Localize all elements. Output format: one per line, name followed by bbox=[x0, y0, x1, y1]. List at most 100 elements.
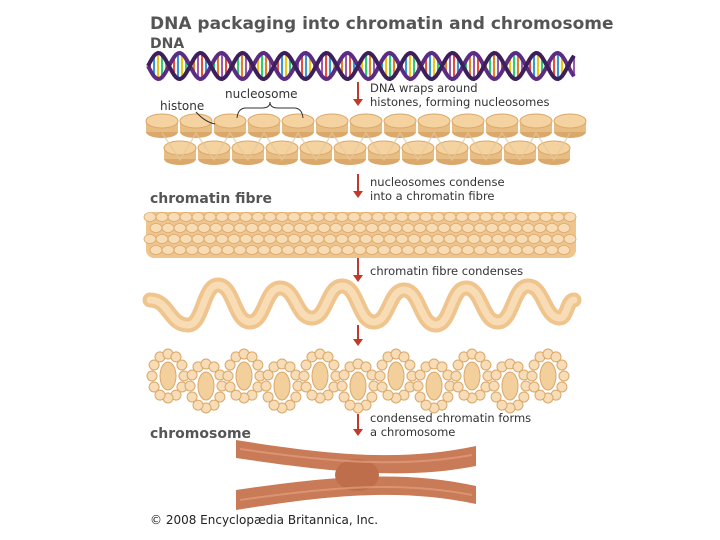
fibre-nucleosome bbox=[239, 234, 253, 244]
step-4-line-1: condensed chromatin forms bbox=[370, 411, 531, 425]
fibre-nucleosome bbox=[527, 234, 541, 244]
fibre-nucleosome bbox=[539, 212, 553, 222]
fibre-nucleosome bbox=[293, 223, 307, 233]
nucleosome bbox=[367, 140, 401, 165]
chromatin-loop bbox=[284, 361, 296, 373]
chromatin-loop bbox=[300, 381, 312, 393]
histone-core-top bbox=[503, 140, 537, 156]
fibre-nucleosome bbox=[161, 223, 175, 233]
nucleosome bbox=[503, 140, 537, 165]
nucleosome bbox=[231, 140, 265, 165]
fibre-nucleosome bbox=[563, 234, 577, 244]
fibre-nucleosome bbox=[503, 234, 517, 244]
fibre-nucleosome bbox=[245, 223, 259, 233]
fibre-nucleosome bbox=[395, 212, 409, 222]
step-arrow bbox=[353, 325, 363, 346]
histone-label: histone bbox=[160, 99, 204, 113]
dna-backbone-strand bbox=[146, 50, 576, 82]
fibre-nucleosome bbox=[299, 212, 313, 222]
chromatin-loop bbox=[518, 391, 530, 403]
fibre-nucleosome bbox=[437, 223, 451, 233]
rosette-core bbox=[387, 361, 405, 391]
nucleosome bbox=[349, 113, 383, 138]
fibre-nucleosome bbox=[359, 212, 373, 222]
fibre-nucleosome bbox=[263, 212, 277, 222]
nucleosome bbox=[537, 140, 571, 165]
chromatin-loop bbox=[414, 391, 426, 403]
histone-core-top bbox=[451, 113, 485, 129]
fibre-nucleosome bbox=[257, 245, 271, 255]
fibre-nucleosome bbox=[413, 245, 427, 255]
fibre-nucleosome bbox=[425, 245, 439, 255]
fibre-nucleosome bbox=[419, 212, 433, 222]
fibre-nucleosome bbox=[383, 212, 397, 222]
rosette-core bbox=[311, 361, 329, 391]
nucleosome-label: nucleosome bbox=[225, 87, 298, 101]
fibre-nucleosome bbox=[311, 234, 325, 244]
fibre-nucleosome bbox=[473, 245, 487, 255]
fibre-nucleosome bbox=[341, 223, 355, 233]
chromatin-loop bbox=[208, 361, 220, 373]
fibre-nucleosome bbox=[563, 212, 577, 222]
rosette-core bbox=[501, 371, 519, 401]
condensed-chromatin-rosettes bbox=[146, 348, 570, 414]
fibre-nucleosome bbox=[509, 245, 523, 255]
looped-chromatin-fibre bbox=[142, 277, 582, 333]
nucleosome bbox=[401, 140, 435, 165]
fibre-nucleosome bbox=[269, 223, 283, 233]
dna-backbone-strand bbox=[146, 50, 576, 82]
step-arrow bbox=[353, 414, 363, 436]
fibre-nucleosome bbox=[329, 245, 343, 255]
nucleosome bbox=[197, 140, 231, 165]
chromatin-loop bbox=[452, 381, 464, 393]
fibre-nucleosome bbox=[497, 245, 511, 255]
fibre-nucleosome bbox=[191, 234, 205, 244]
nucleosome bbox=[553, 113, 587, 138]
chromatin-loop bbox=[414, 369, 426, 381]
step-arrow bbox=[353, 174, 363, 198]
fibre-nucleosome bbox=[437, 245, 451, 255]
fibre-nucleosome bbox=[245, 245, 259, 255]
nucleosome bbox=[469, 140, 503, 165]
fibre-nucleosome bbox=[185, 223, 199, 233]
chromatin-loop bbox=[534, 389, 546, 401]
chromatin-loop bbox=[336, 380, 348, 392]
chromatin-loop bbox=[252, 359, 264, 371]
fibre-nucleosome bbox=[149, 245, 163, 255]
fibre-nucleosome bbox=[377, 223, 391, 233]
chromatin-loop bbox=[184, 380, 196, 392]
fibre-nucleosome bbox=[449, 223, 463, 233]
chromatin-loop bbox=[528, 359, 540, 371]
fibre-nucleosome bbox=[221, 223, 235, 233]
fibre-nucleosome bbox=[143, 212, 157, 222]
nucleosome bbox=[315, 113, 349, 138]
nucleosome bbox=[435, 140, 469, 165]
histone-core-top bbox=[401, 140, 435, 156]
linker-dna bbox=[161, 131, 571, 162]
histone-core-top bbox=[537, 140, 571, 156]
chromatin-loop bbox=[146, 370, 158, 382]
fibre-nucleosome bbox=[251, 234, 265, 244]
fibre-nucleosome bbox=[203, 212, 217, 222]
chromatin-loop bbox=[490, 391, 502, 403]
fibre-nucleosome bbox=[539, 234, 553, 244]
fibre-nucleosome bbox=[227, 212, 241, 222]
fibre-nucleosome bbox=[209, 245, 223, 255]
fibre-nucleosome bbox=[497, 223, 511, 233]
rosette-core bbox=[273, 371, 291, 401]
fibre-nucleosome bbox=[401, 245, 415, 255]
fibre-nucleosome bbox=[221, 245, 235, 255]
chromatin-rosette bbox=[222, 348, 266, 404]
chromatin-loop bbox=[344, 399, 356, 411]
fibre-nucleosome bbox=[155, 234, 169, 244]
chromatin-loop bbox=[224, 359, 236, 371]
chromatin-loop bbox=[412, 380, 424, 392]
histone-core-top bbox=[485, 113, 519, 129]
rosette-core bbox=[463, 361, 481, 391]
fibre-nucleosome bbox=[413, 223, 427, 233]
chromatin-loop bbox=[366, 391, 378, 403]
section-label-chromatin-fibre: chromatin fibre bbox=[150, 191, 272, 207]
chromatin-rosette bbox=[298, 348, 342, 404]
fibre-nucleosome bbox=[179, 212, 193, 222]
chromatin-loop bbox=[558, 370, 570, 382]
